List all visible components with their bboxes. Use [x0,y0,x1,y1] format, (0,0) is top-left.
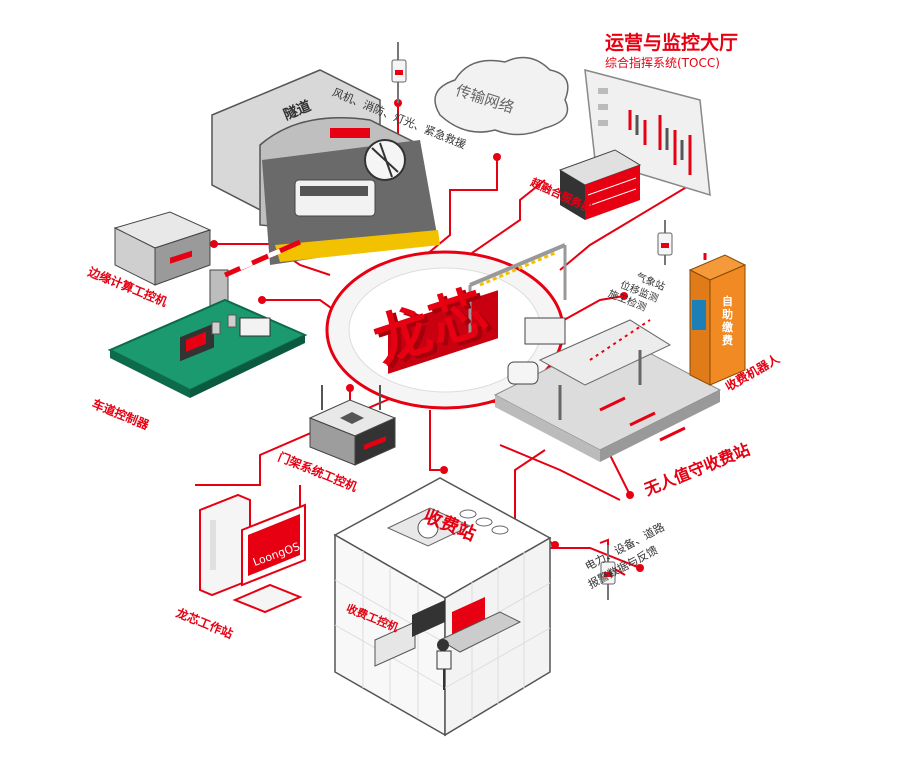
workstation-graphic [199,493,306,614]
center-platform [325,250,565,410]
kiosk-graphic [688,253,747,386]
edge-computer-graphic [113,211,212,286]
tocc-title: 运营与监控大厅 [605,32,739,54]
toll-plaza-graphic [468,243,722,462]
circuit-board-graphic [107,298,308,398]
gantry-pc-graphic [308,385,397,466]
tocc-subtitle: 综合指挥系统(TOCC) [605,56,720,70]
tunnel-graphic [211,69,440,265]
sensor-poles [391,42,673,600]
server-graphic [558,149,642,220]
sensor-power [600,545,616,600]
sensor-weather [657,220,673,265]
sensor-tunnel [391,42,407,103]
kiosk-label: 自助缴费 [722,295,733,347]
cloud-graphic [434,56,569,136]
toll-room-graphic [333,477,552,737]
